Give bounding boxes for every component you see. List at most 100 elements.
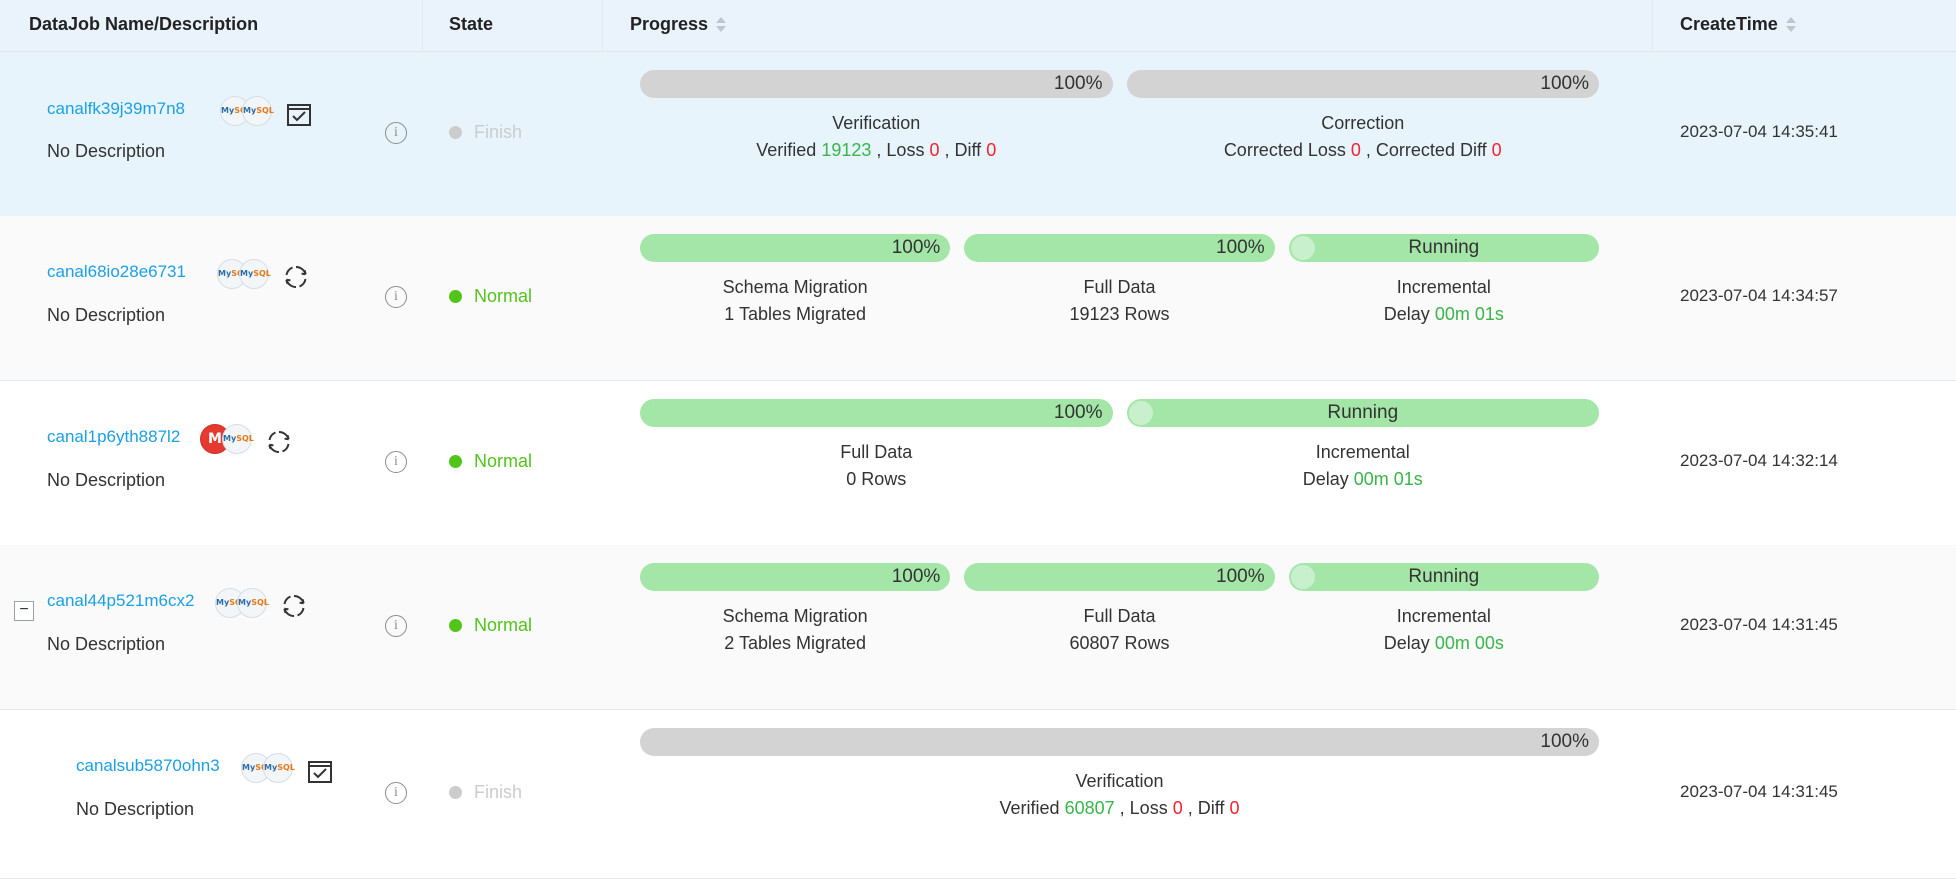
status-dot: [449, 619, 462, 632]
status-dot: [449, 290, 462, 303]
stat-value: 00m 01s: [1434, 304, 1504, 324]
header-create-time[interactable]: CreateTime: [1680, 0, 1796, 51]
progress-bar: 100%: [640, 563, 951, 591]
job-name-link[interactable]: canalsub5870ohn3: [76, 756, 220, 775]
status-dot: [449, 126, 462, 139]
create-time: 2023-07-04 14:31:45: [1680, 615, 1838, 634]
status-badge: Normal: [449, 615, 532, 636]
header-progress-label: Progress: [630, 14, 709, 34]
status-badge: Normal: [449, 451, 532, 472]
running-indicator: [1128, 401, 1153, 425]
progress-label: 100%: [1216, 566, 1265, 587]
verify-icon: [286, 101, 312, 127]
progress-label: 100%: [1053, 73, 1103, 94]
status-label: Finish: [474, 122, 523, 142]
job-name-link[interactable]: canalfk39j39m7n8: [47, 99, 185, 118]
mysql-icon: MySQL: [242, 96, 274, 126]
progress-bar: 100%: [1126, 70, 1599, 98]
running-indicator: [1290, 565, 1315, 589]
stat-line: Delay 00m 00s: [1289, 630, 1599, 657]
stat-line: Verified 19123 , Loss 0 , Diff 0: [640, 137, 1113, 164]
stat-label: Delay: [1383, 304, 1430, 324]
progress-bar: Running: [1288, 563, 1599, 591]
job-name-link[interactable]: canal1p6yth887l2: [47, 427, 181, 446]
stat-value: 19123: [821, 140, 872, 160]
status-dot: [449, 786, 462, 799]
job-description: No Description: [47, 141, 166, 161]
job-description: No Description: [47, 470, 166, 490]
mysql-icon: MySQL: [263, 753, 295, 783]
stat-value: 0: [1229, 798, 1240, 818]
stat-title: Incremental: [1396, 277, 1491, 297]
stat-label: , Diff: [944, 140, 982, 160]
stat-title: Verification: [1075, 771, 1164, 791]
create-time: 2023-07-04 14:34:57: [1680, 286, 1838, 305]
info-icon[interactable]: i: [385, 122, 407, 144]
sort-icon[interactable]: [1785, 17, 1796, 33]
stat-value: 0: [986, 140, 997, 160]
progress-bar: Running: [1126, 399, 1599, 427]
progress-label: Running: [1327, 402, 1399, 423]
info-icon[interactable]: i: [385, 451, 407, 473]
stat-title: Verification: [832, 113, 921, 133]
progress-label: Running: [1408, 237, 1480, 258]
collapse-button[interactable]: −: [14, 601, 34, 621]
stat-title: Full Data: [840, 442, 913, 462]
progress-bar: 100%: [964, 234, 1275, 262]
info-icon[interactable]: i: [385, 286, 407, 308]
progress-stat: Full Data 0 Rows: [640, 439, 1113, 493]
stat-title: Schema Migration: [722, 277, 868, 297]
progress-stat: Full Data 60807 Rows: [964, 603, 1274, 657]
header-state: State: [449, 14, 494, 34]
job-description: No Description: [47, 305, 166, 325]
status-badge: Normal: [449, 286, 532, 307]
job-name-link[interactable]: canal44p521m6cx2: [47, 591, 195, 610]
sync-icon: [266, 429, 292, 455]
stat-value: 0: [1350, 140, 1361, 160]
sync-icon: [283, 264, 309, 290]
info-icon[interactable]: i: [385, 615, 407, 637]
stat-label: , Loss: [876, 140, 925, 160]
stat-line: 60807 Rows: [1069, 633, 1170, 653]
header-progress[interactable]: Progress: [630, 0, 727, 51]
table-header: DataJob Name/Description State Progress …: [0, 0, 1956, 52]
progress-label: 100%: [891, 566, 941, 587]
running-indicator: [1290, 236, 1315, 260]
status-dot: [449, 455, 462, 468]
stat-label: Verified: [756, 140, 817, 160]
stat-line: 0 Rows: [846, 469, 907, 489]
verify-icon: [307, 758, 333, 784]
progress-label: Running: [1408, 566, 1480, 587]
progress-bar: 100%: [640, 234, 951, 262]
stat-line: Delay 00m 01s: [1127, 466, 1600, 493]
create-time: 2023-07-04 14:31:45: [1680, 782, 1838, 801]
stat-title: Correction: [1321, 113, 1405, 133]
status-label: Normal: [474, 286, 533, 306]
stat-title: Schema Migration: [722, 606, 868, 626]
info-icon[interactable]: i: [385, 782, 407, 804]
job-description: No Description: [76, 799, 195, 819]
job-name-link[interactable]: canal68io28e6731: [47, 262, 186, 281]
stat-label: , Corrected Diff: [1365, 140, 1487, 160]
progress-label: 100%: [1540, 731, 1589, 752]
status-label: Normal: [474, 615, 533, 635]
stat-label: Corrected Loss: [1223, 140, 1346, 160]
stat-line: 19123 Rows: [1069, 304, 1170, 324]
progress-bar: 100%: [964, 563, 1275, 591]
sort-icon[interactable]: [716, 17, 727, 33]
stat-label: , Loss: [1119, 798, 1168, 818]
progress-label: 100%: [1540, 73, 1589, 94]
stat-title: Full Data: [1083, 606, 1156, 626]
db-icons: MySQLMySQL: [215, 588, 275, 618]
header-create-time-label: CreateTime: [1680, 14, 1778, 34]
